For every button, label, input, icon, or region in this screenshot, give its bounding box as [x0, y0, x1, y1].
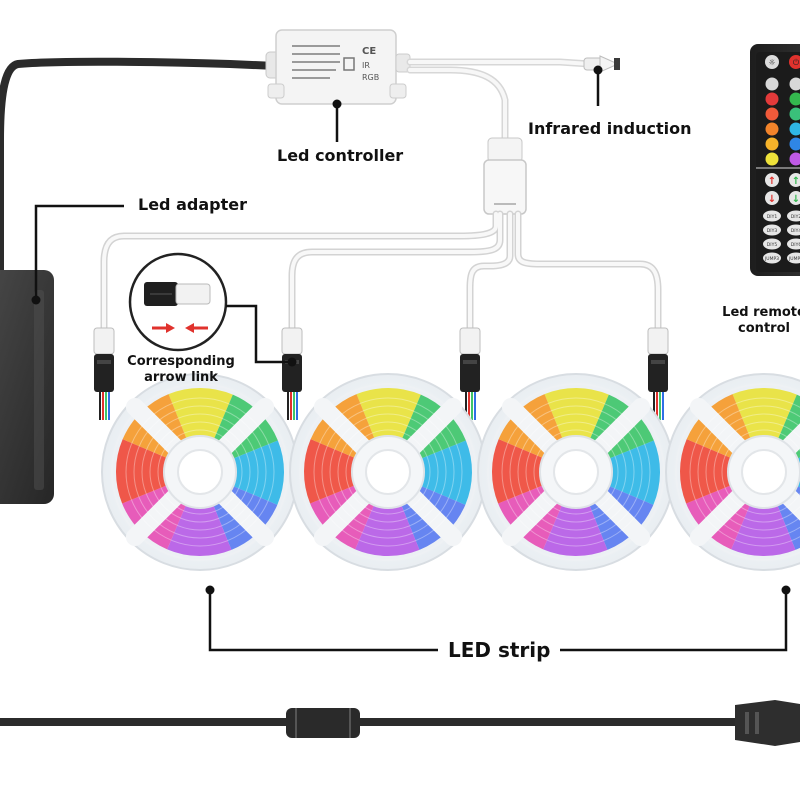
- svg-text:⏻: ⏻: [793, 58, 800, 67]
- color-button[interactable]: [766, 123, 779, 136]
- color-button[interactable]: [766, 153, 779, 166]
- arrow-link-inset: [130, 254, 226, 350]
- led-strip-label: LED strip: [438, 638, 560, 662]
- color-button[interactable]: [766, 78, 779, 91]
- svg-text:DIY3: DIY3: [767, 228, 778, 234]
- led-remote-label: Led remote control: [714, 305, 800, 337]
- svg-text:DIY2: DIY2: [791, 214, 800, 220]
- svg-text:↑: ↑: [792, 176, 800, 187]
- color-button[interactable]: [766, 138, 779, 151]
- svg-text:JUMP3: JUMP3: [764, 256, 779, 262]
- led-remote-label-line1: Led remote: [714, 305, 800, 321]
- mode-button[interactable]: DIY1: [763, 211, 781, 222]
- svg-text:JUMP7: JUMP7: [788, 256, 800, 262]
- led-remote-label-line2: control: [714, 321, 800, 337]
- four-way-splitter: [484, 138, 526, 214]
- led-adapter-brick: [0, 270, 54, 504]
- led-strip-reel-2: [290, 374, 486, 570]
- arrow-link-label-line1: Corresponding: [126, 354, 236, 370]
- led-reels-group: [102, 374, 800, 570]
- controller-ce-mark: CE: [362, 46, 376, 57]
- led-controller: CE IR RGB: [266, 30, 410, 104]
- svg-text:↓: ↓: [768, 194, 776, 205]
- svg-text:↑: ↑: [768, 176, 776, 187]
- mains-plug: [735, 700, 800, 746]
- controller-rgb-text: RGB: [362, 73, 379, 82]
- led-controller-label: Led controller: [277, 146, 403, 165]
- brightness-button[interactable]: ☼: [765, 55, 779, 69]
- strip-connector-3: [460, 328, 480, 420]
- led-strip-reel-4: [666, 374, 800, 570]
- arrow-link-label: Corresponding arrow link: [126, 354, 236, 386]
- led-strip-reel-1: [102, 374, 298, 570]
- svg-text:☼: ☼: [768, 58, 775, 67]
- svg-text:↓: ↓: [792, 194, 800, 205]
- adjust-button[interactable]: ↑: [765, 173, 779, 187]
- mode-button[interactable]: DIY5: [763, 239, 781, 250]
- infrared-induction-label: Infrared induction: [528, 119, 691, 138]
- mode-button[interactable]: DIY3: [763, 225, 781, 236]
- svg-text:DIY6: DIY6: [791, 242, 800, 248]
- strip-connector-1: [94, 328, 114, 420]
- led-strip-reel-3: [478, 374, 674, 570]
- arrow-link-label-line2: arrow link: [126, 370, 236, 386]
- svg-text:DIY1: DIY1: [767, 214, 778, 220]
- strip-connector-2: [282, 328, 302, 420]
- color-button[interactable]: [766, 93, 779, 106]
- strip-connector-4: [648, 328, 668, 420]
- ferrite-core: [286, 708, 360, 738]
- adjust-button[interactable]: ↓: [765, 191, 779, 205]
- led-adapter-label: Led adapter: [138, 195, 247, 214]
- color-button[interactable]: [766, 108, 779, 121]
- svg-text:DIY4: DIY4: [791, 228, 800, 234]
- mode-button[interactable]: JUMP3: [763, 253, 781, 264]
- svg-text:DIY5: DIY5: [767, 242, 778, 248]
- controller-ir-text: IR: [362, 61, 370, 70]
